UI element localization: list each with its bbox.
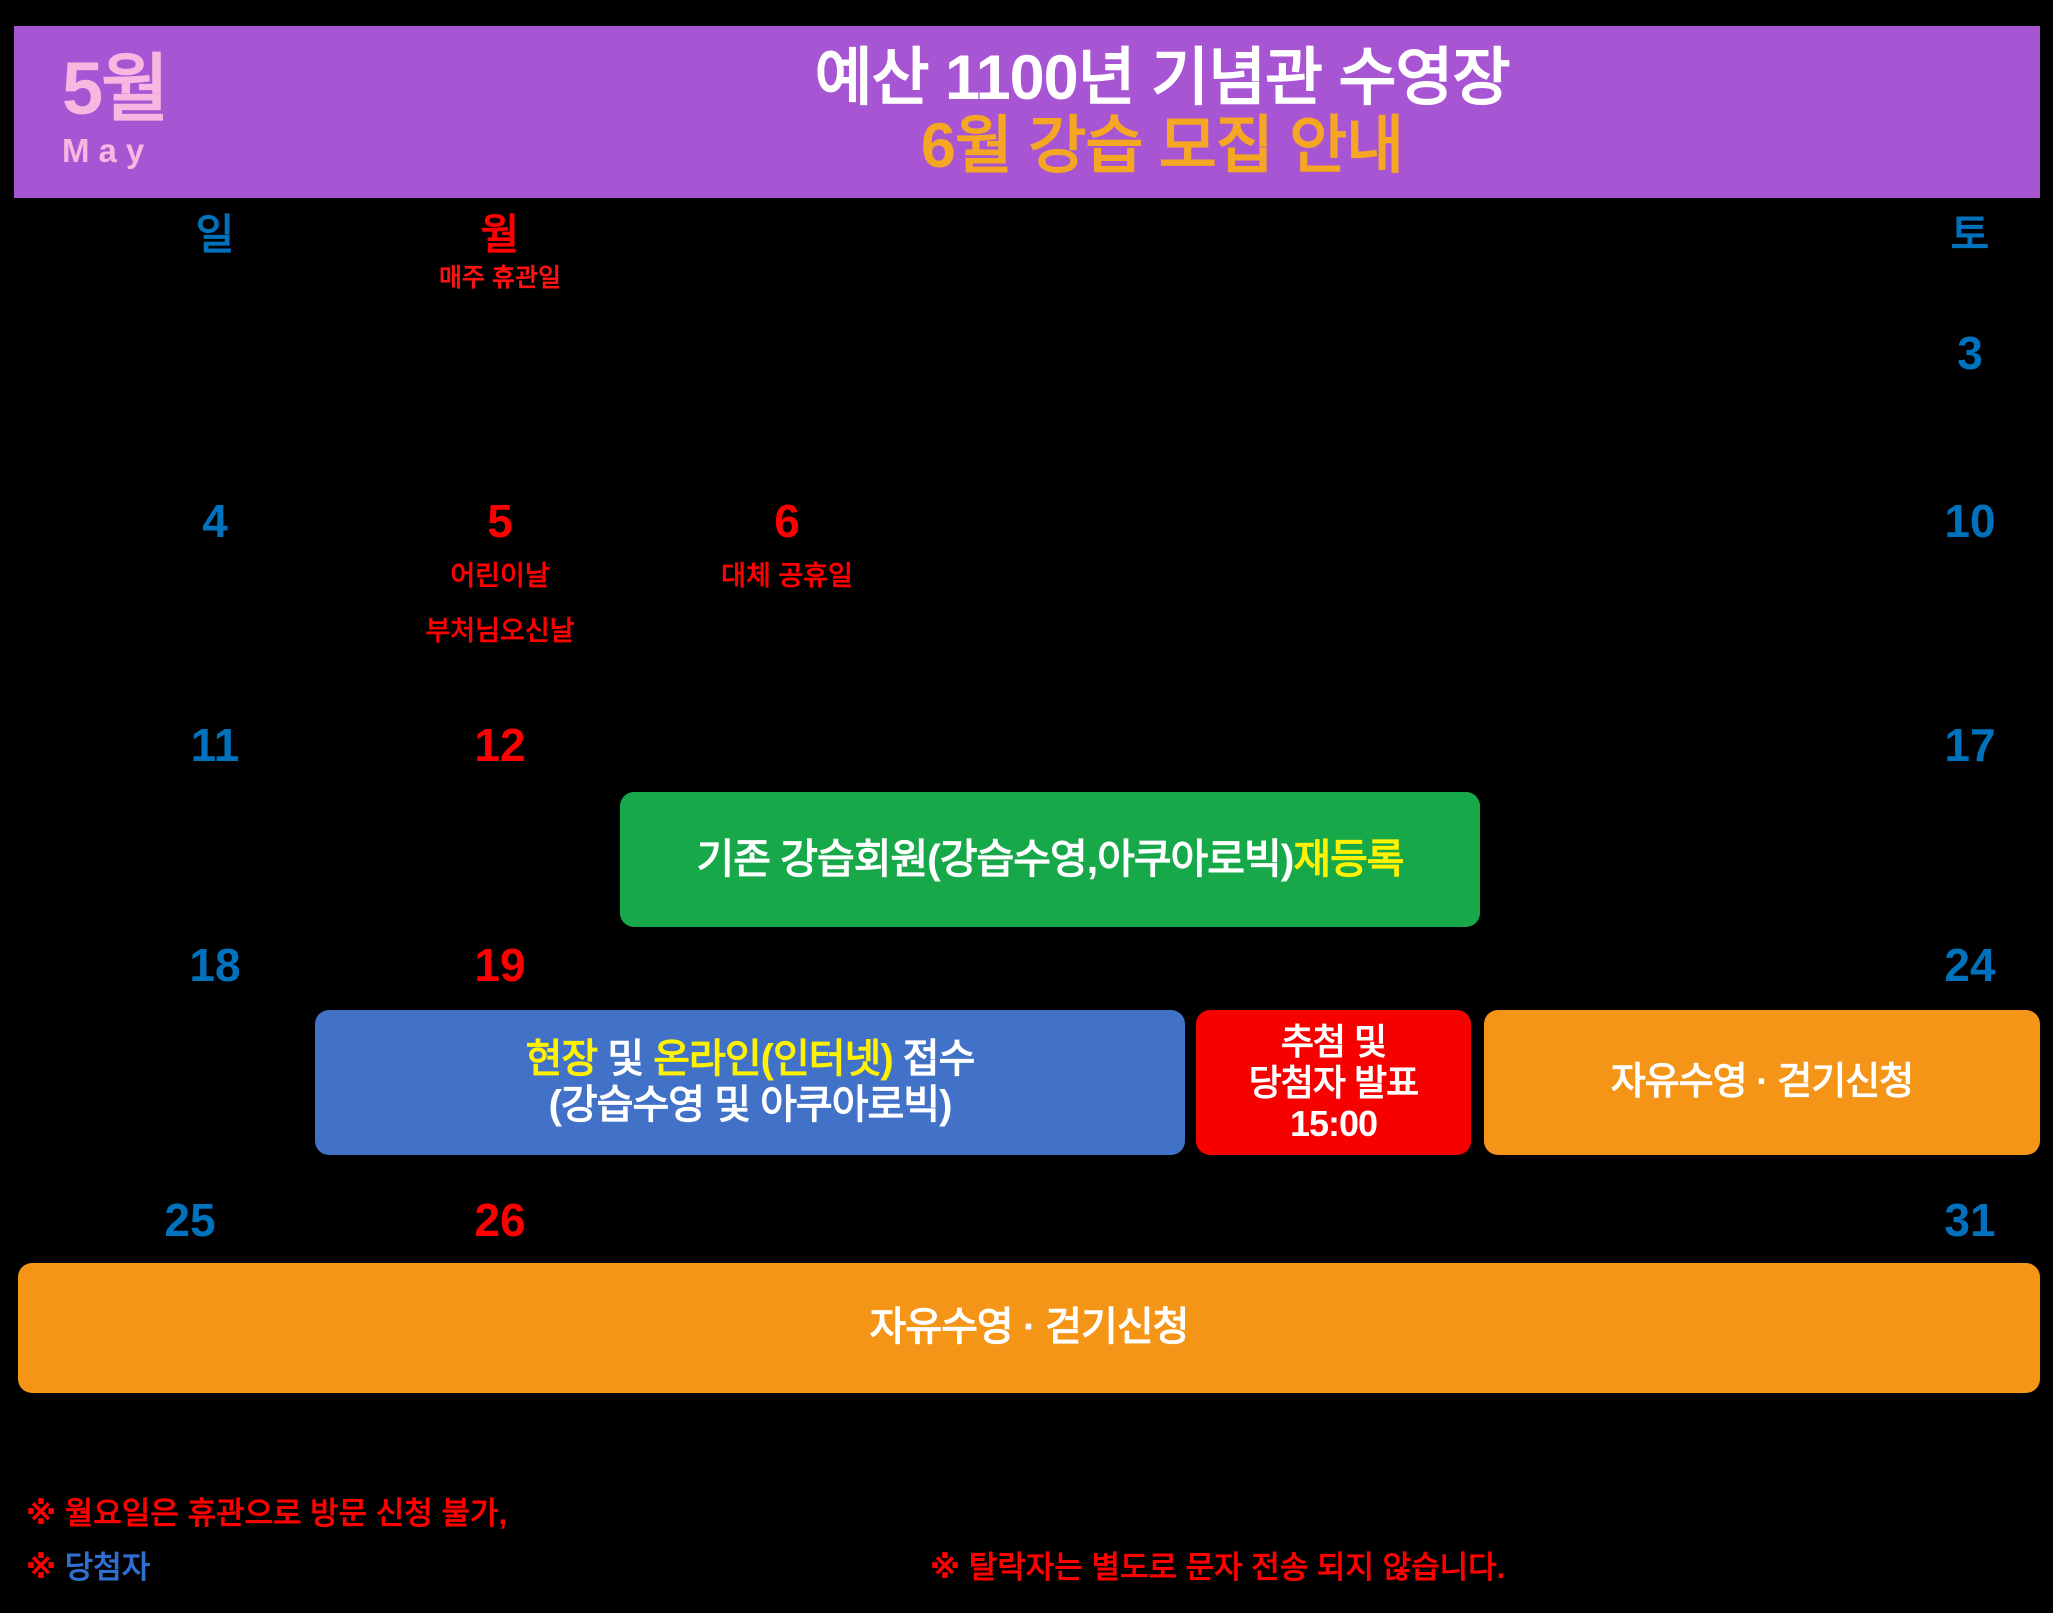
poster-header: 5월 May 예산 1100년 기념관 수영장 6월 강습 모집 안내 — [14, 26, 2040, 198]
event-free-swim-week4-text: 자유수영 · 걷기신청 — [1610, 1060, 1914, 1103]
event-registration-onsite: 현장 — [525, 1036, 599, 1081]
day-cell-24[interactable]: 24 — [1944, 939, 1996, 991]
day-cell-26[interactable]: 26 — [474, 1194, 526, 1246]
event-banner-free-swim-week5[interactable]: 자유수영 · 걷기신청 — [18, 1263, 2040, 1393]
day-cell-19[interactable]: 19 — [474, 939, 526, 991]
event-registration-line1: 현장 및 온라인(인터넷) 접수 — [525, 1036, 976, 1083]
weekday-monday: 월 매주 휴관일 — [425, 214, 575, 291]
event-registration-line2: (강습수영 및 아쿠아로빅) — [548, 1082, 953, 1127]
footnote-line-1: ※ 월요일은 휴관으로 방문 신청 불가, — [26, 1496, 508, 1531]
calendar-grid: 일 월 매주 휴관일 토 3 4 5 어린이날 부처님오신날 6 대체 공휴일 … — [0, 200, 2053, 1500]
week-row-2: 4 5 어린이날 부처님오신날 6 대체 공휴일 10 — [0, 480, 2053, 690]
poster-title-sub: 6월 강습 모집 안내 — [920, 111, 1404, 181]
holiday-note-may5-line2: 부처님오신날 — [425, 616, 575, 646]
footnote-line-2-mark: ※ — [26, 1550, 65, 1585]
footnote-line-3: ※ 탈락자는 별도로 문자 전송 되지 않습니다. — [930, 1550, 1506, 1585]
weekday-sunday-label: 일 — [195, 211, 235, 258]
day-cell-3[interactable]: 3 — [1957, 327, 1983, 379]
event-banner-registration[interactable]: 현장 및 온라인(인터넷) 접수 (강습수영 및 아쿠아로빅) — [315, 1010, 1185, 1155]
month-block: 5월 May — [14, 46, 344, 170]
footnote-line-2-word: 당첨자 — [64, 1550, 151, 1585]
day-cell-11[interactable]: 11 — [190, 719, 240, 771]
holiday-note-may6: 대체 공휴일 — [721, 561, 853, 591]
event-banner-lottery[interactable]: 추첨 및 당첨자 발표 15:00 — [1196, 1010, 1471, 1155]
day-cell-31[interactable]: 31 — [1944, 1194, 1996, 1246]
holiday-note-may5-line1: 어린이날 — [450, 561, 550, 591]
day-cell-4[interactable]: 4 — [202, 495, 228, 547]
event-registration-online: 온라인(인터넷) — [653, 1036, 893, 1081]
event-registration-apply: 접수 — [892, 1036, 976, 1081]
week-row-5: 25 26 31 자유수영 · 걷기신청 — [0, 1175, 2053, 1435]
weekday-saturday-label: 토 — [1950, 211, 1990, 258]
day-cell-18[interactable]: 18 — [189, 939, 241, 991]
title-block: 예산 1100년 기념관 수영장 6월 강습 모집 안내 — [344, 44, 2040, 180]
weekday-sunday: 일 — [140, 214, 290, 256]
day-cell-5[interactable]: 5 — [487, 495, 513, 547]
event-registration-and: 및 — [597, 1036, 654, 1081]
day-cell-25[interactable]: 25 — [164, 1194, 216, 1246]
event-lottery-time: 15:00 — [1289, 1103, 1378, 1145]
weekday-monday-note: 매주 휴관일 — [439, 264, 561, 292]
event-lottery-line1: 추첨 및 — [1280, 1020, 1387, 1062]
event-reregistration-text: 기존 강습회원(강습수영,아쿠아로빅)재등록 — [696, 836, 1404, 883]
day-cell-12[interactable]: 12 — [474, 719, 526, 771]
weekday-header-row: 일 월 매주 휴관일 토 — [0, 200, 2053, 291]
weekday-saturday: 토 — [1895, 214, 2045, 256]
weekday-monday-label: 월 — [480, 211, 520, 258]
event-free-swim-week5-text: 자유수영 · 걷기신청 — [869, 1305, 1190, 1350]
poster-title-main: 예산 1100년 기념관 수영장 — [814, 42, 1511, 113]
event-reregistration-plain: 기존 강습회원(강습수영,아쿠아로빅) — [696, 836, 1294, 883]
day-cell-17[interactable]: 17 — [1944, 719, 1996, 771]
week-row-3: 11 12 17 기존 강습회원(강습수영,아쿠아로빅)재등록 — [0, 700, 2053, 927]
month-korean: 5월 — [62, 46, 169, 130]
event-reregistration-highlight: 재등록 — [1293, 836, 1404, 883]
month-english: May — [62, 132, 154, 170]
event-banner-free-swim-week4[interactable]: 자유수영 · 걷기신청 — [1484, 1010, 2040, 1155]
day-cell-10[interactable]: 10 — [1944, 495, 1996, 547]
event-banner-reregistration[interactable]: 기존 강습회원(강습수영,아쿠아로빅)재등록 — [620, 792, 1480, 927]
footnotes: ※ 월요일은 휴관으로 방문 신청 불가, ※ 당첨자 ※ 탈락자는 별도로 문… — [0, 1492, 2053, 1613]
day-cell-6[interactable]: 6 — [774, 495, 800, 547]
week-row-4: 18 19 24 현장 및 온라인(인터넷) 접수 (강습수영 및 아쿠아로빅)… — [0, 920, 2053, 1170]
footnote-line-2: ※ 당첨자 — [26, 1552, 150, 1583]
week-row-1: 3 — [0, 310, 2053, 490]
event-lottery-line2: 당첨자 발표 — [1248, 1061, 1420, 1103]
